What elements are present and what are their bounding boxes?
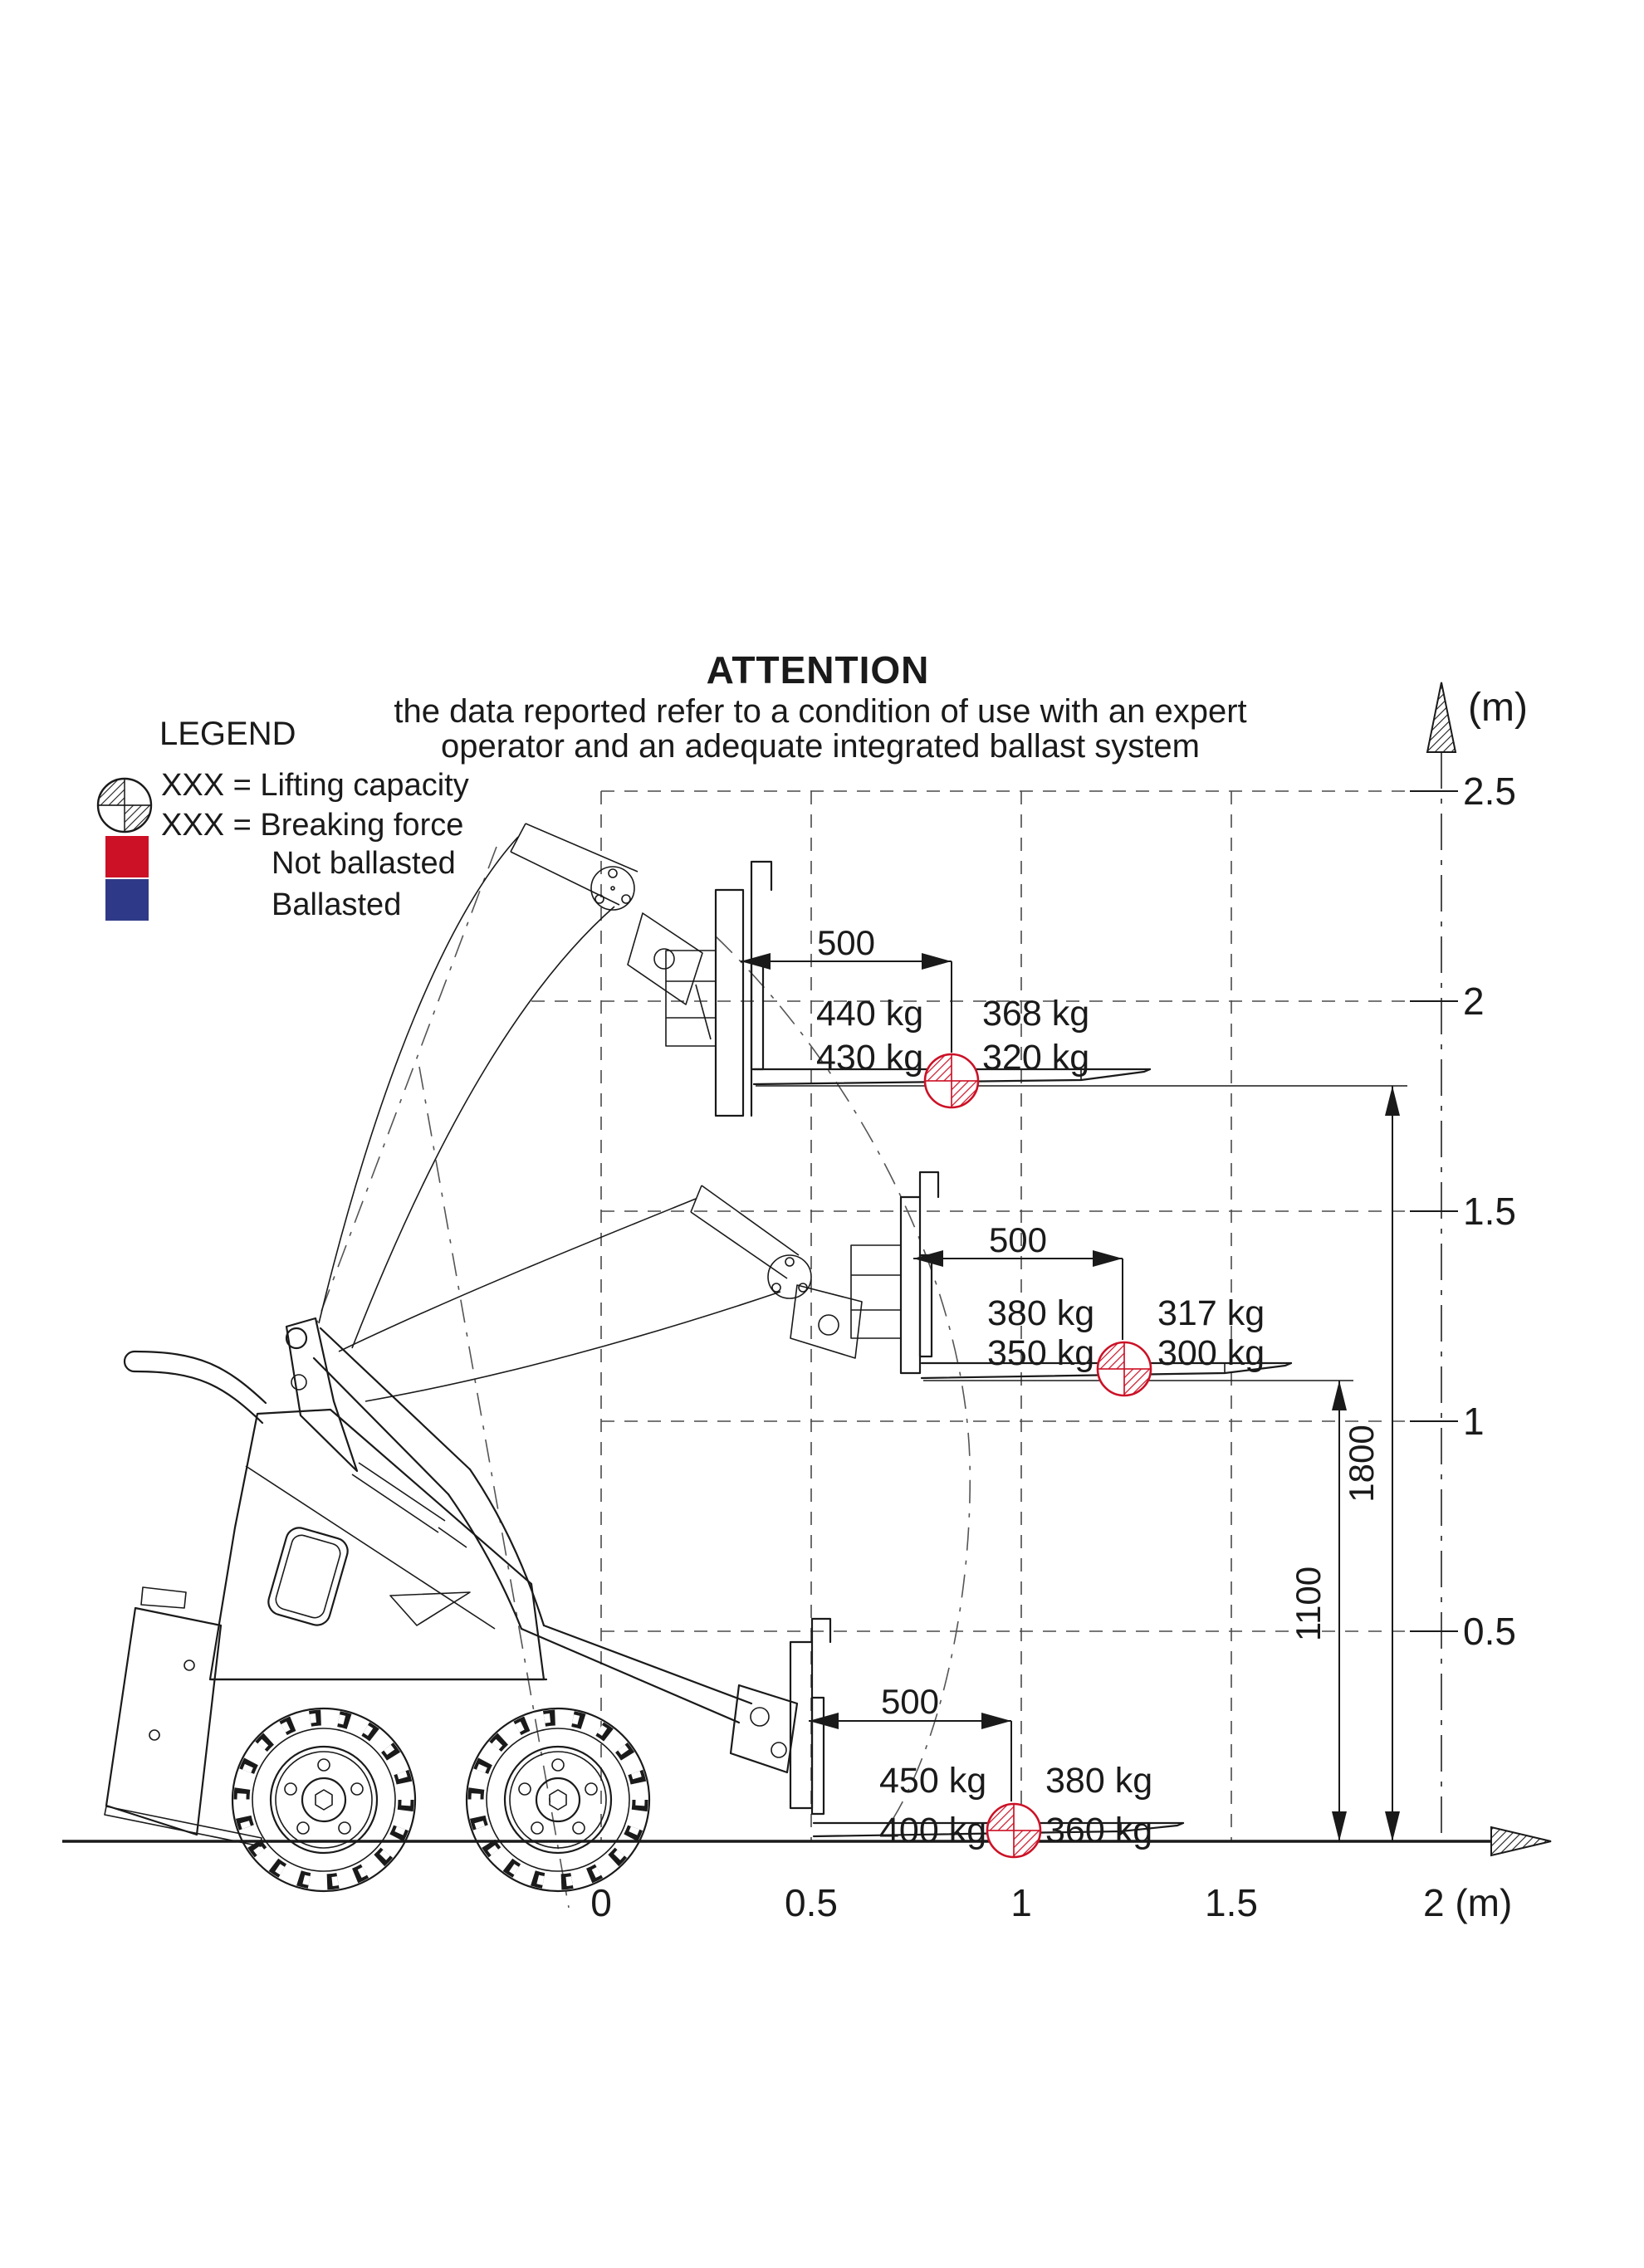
dimension-load-center-middle: 500	[913, 1220, 1123, 1340]
y-tick-1: 1	[1463, 1400, 1485, 1443]
x-tick-0: 0	[590, 1881, 612, 1924]
dimension-load-center-bottom: 500	[809, 1682, 1012, 1801]
dim-1100-label: 1100	[1289, 1567, 1328, 1641]
front-wheel	[467, 1708, 649, 1891]
value-not-ballasted: 380 kg	[1045, 1761, 1152, 1801]
legend-not-ballasted: Not ballasted	[272, 846, 456, 881]
x-tick-0-5: 0.5	[785, 1881, 838, 1924]
capacity-values-top: 440 kg 430 kg 368 kg 320 kg	[816, 994, 1089, 1078]
dim-500-top-label: 500	[817, 923, 875, 962]
legend-lifting-capacity: XXX = Lifting capacity	[161, 768, 469, 803]
value-not-ballasted: 300 kg	[1157, 1333, 1265, 1373]
y-axis-unit: (m)	[1468, 686, 1528, 730]
rear-wheel	[232, 1708, 415, 1891]
value-ballasted: 400 kg	[879, 1811, 986, 1850]
x-axis-labels: 0 0.5 1 1.5 2 (m)	[590, 1881, 1512, 1924]
center-of-gravity-icon	[96, 777, 153, 833]
value-not-ballasted: 320 kg	[982, 1038, 1089, 1078]
y-tick-1-5: 1.5	[1463, 1190, 1516, 1233]
dim-500-middle-label: 500	[989, 1220, 1047, 1259]
dim-500-bottom-label: 500	[881, 1682, 939, 1721]
y-tick-2-5: 2.5	[1463, 770, 1516, 813]
dimension-height-1800: 1800	[756, 1085, 1407, 1841]
value-not-ballasted: 317 kg	[1157, 1293, 1265, 1333]
legend: LEGEND XXX = Lifting capacity XXX = Brea…	[96, 716, 469, 922]
dim-1800-label: 1800	[1342, 1425, 1381, 1502]
cog-marker-top	[923, 1053, 980, 1109]
legend-ballasted: Ballasted	[272, 887, 401, 922]
capacity-values-middle: 380 kg 350 kg 317 kg 300 kg	[987, 1293, 1265, 1373]
attention-block: ATTENTION the data reported refer to a c…	[394, 648, 1246, 765]
y-tick-2: 2	[1463, 980, 1485, 1023]
dimension-load-center-top: 500	[741, 923, 952, 1053]
ghost-boom-middle	[338, 1185, 863, 1402]
ballasted-swatch-icon	[105, 879, 149, 921]
fork-top	[665, 860, 1152, 1117]
capacity-values-bottom: 450 kg 400 kg 380 kg 360 kg	[879, 1761, 1152, 1850]
y-axis-labels: (m) 2.5 2 1.5 1 0.5	[1463, 686, 1528, 1653]
legend-breaking-force: XXX = Breaking force	[161, 808, 463, 843]
y-tick-0-5: 0.5	[1463, 1610, 1516, 1653]
ghost-boom-raised	[318, 823, 712, 1349]
cog-marker-bottom	[986, 1802, 1042, 1859]
attention-line2: operator and an adequate integrated ball…	[441, 728, 1200, 765]
cog-marker-middle	[1096, 1341, 1152, 1397]
value-not-ballasted: 368 kg	[982, 994, 1089, 1034]
attention-line1: the data reported refer to a condition o…	[394, 693, 1246, 730]
legend-heading: LEGEND	[159, 716, 296, 752]
construction-lines	[315, 846, 971, 1909]
x-tick-1-5: 1.5	[1205, 1881, 1258, 1924]
x-axis-arrow-icon	[1490, 1826, 1552, 1857]
value-ballasted: 450 kg	[879, 1761, 986, 1801]
value-ballasted: 440 kg	[816, 994, 923, 1034]
attention-heading: ATTENTION	[707, 648, 930, 692]
value-not-ballasted: 360 kg	[1045, 1811, 1152, 1850]
y-axis-arrow-icon	[1426, 682, 1457, 753]
value-ballasted: 380 kg	[987, 1293, 1094, 1333]
value-ballasted: 350 kg	[987, 1333, 1094, 1373]
value-ballasted: 430 kg	[816, 1038, 923, 1078]
machine-drawing	[104, 1317, 799, 1891]
not-ballasted-swatch-icon	[105, 836, 149, 877]
x-tick-1: 1	[1010, 1881, 1032, 1924]
x-tick-2-m: 2 (m)	[1423, 1881, 1512, 1924]
